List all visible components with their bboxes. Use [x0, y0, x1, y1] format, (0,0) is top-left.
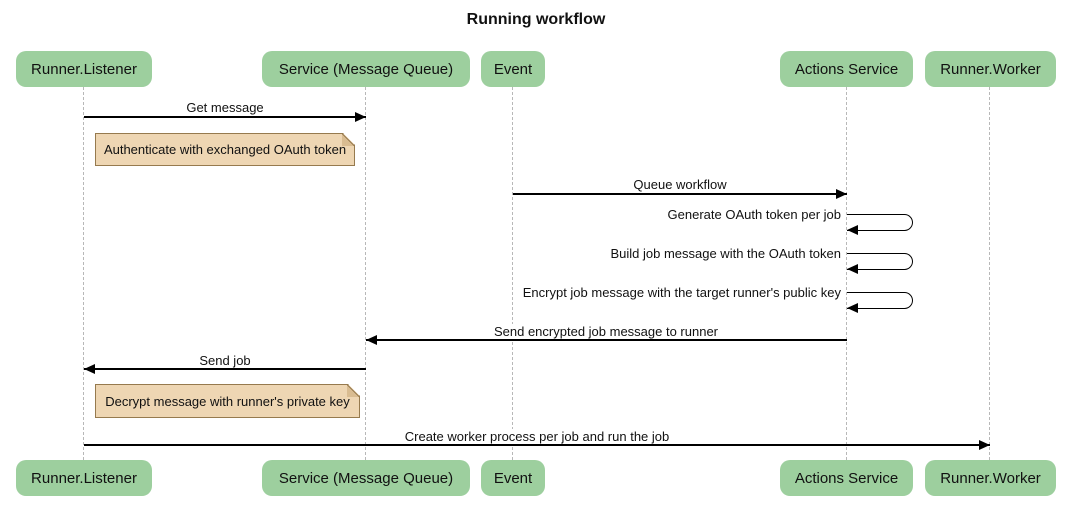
diagram-title: Running workflow [466, 11, 606, 28]
lifeline-runner-worker [989, 87, 990, 460]
message-line-send-job [84, 368, 366, 370]
participant-top-service-mq: Service (Message Queue) [262, 51, 470, 87]
lifeline-actions-service [846, 87, 847, 460]
arrowhead-send-job [84, 364, 95, 374]
participant-top-runner-listener: Runner.Listener [16, 51, 152, 87]
participant-bottom-runner-listener: Runner.Listener [16, 460, 152, 496]
message-label-queue-workflow: Queue workflow [631, 177, 729, 193]
message-label-create-worker: Create worker process per job and run th… [402, 429, 672, 445]
message-line-queue-workflow [513, 193, 847, 195]
message-label-generate-oauth-token: Generate OAuth token per job [667, 207, 841, 222]
message-label-get-message: Get message [184, 100, 266, 116]
note-authenticate: Authenticate with exchanged OAuth token [95, 133, 355, 166]
participant-bottom-event: Event [481, 460, 545, 496]
self-loop-generate-oauth-token [847, 214, 913, 231]
note-fold-corner [347, 385, 359, 397]
self-loop-encrypt-job-message [847, 292, 913, 309]
participant-bottom-runner-worker: Runner.Worker [925, 460, 1056, 496]
participant-bottom-actions-service: Actions Service [780, 460, 913, 496]
participant-top-event: Event [481, 51, 545, 87]
arrowhead-get-message [355, 112, 366, 122]
arrowhead-generate-oauth-token [847, 225, 858, 235]
lifeline-runner-listener [83, 87, 84, 460]
note-authenticate-text: Authenticate with exchanged OAuth token [103, 142, 347, 157]
lifeline-event [512, 87, 513, 460]
note-decrypt-text: Decrypt message with runner's private ke… [105, 393, 350, 409]
message-line-create-worker [84, 444, 990, 446]
message-label-encrypt-job-message: Encrypt job message with the target runn… [522, 285, 841, 300]
lifeline-service-mq [365, 87, 366, 460]
note-decrypt: Decrypt message with runner's private ke… [95, 384, 360, 418]
arrowhead-send-encrypted-job [366, 335, 377, 345]
message-label-send-job: Send job [197, 353, 253, 369]
note-fold-corner [342, 134, 354, 146]
arrowhead-queue-workflow [836, 189, 847, 199]
message-label-send-encrypted-job: Send encrypted job message to runner [491, 324, 721, 340]
participant-top-actions-service: Actions Service [780, 51, 913, 87]
message-label-build-job-message: Build job message with the OAuth token [610, 246, 841, 261]
message-line-send-encrypted-job [366, 339, 847, 341]
arrowhead-create-worker [979, 440, 990, 450]
participant-top-runner-worker: Runner.Worker [925, 51, 1056, 87]
self-loop-build-job-message [847, 253, 913, 270]
message-line-get-message [84, 116, 366, 118]
participant-bottom-service-mq: Service (Message Queue) [262, 460, 470, 496]
arrowhead-build-job-message [847, 264, 858, 274]
arrowhead-encrypt-job-message [847, 303, 858, 313]
